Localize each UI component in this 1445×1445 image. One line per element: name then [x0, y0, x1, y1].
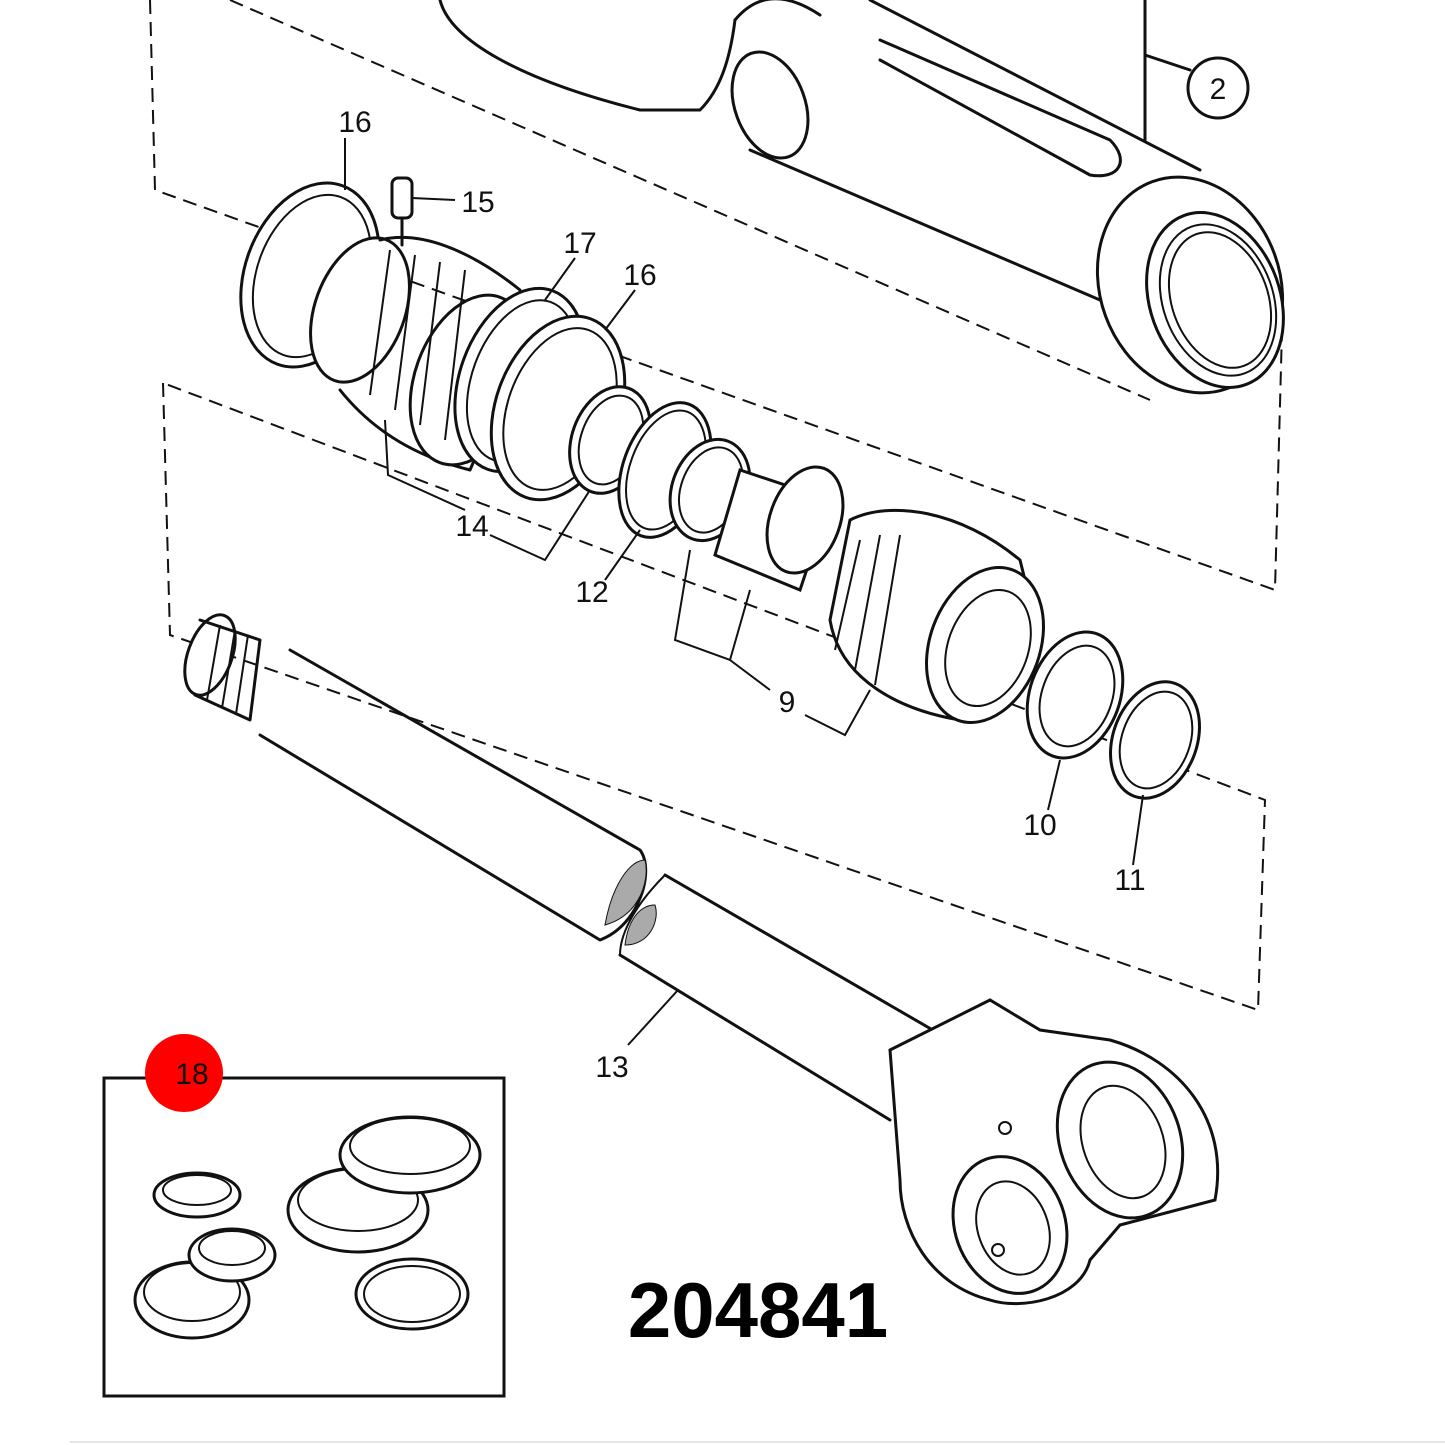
- kit-ring-3: [187, 1227, 277, 1283]
- callout-9-label: 9: [779, 686, 796, 719]
- leader-lines: [344, 138, 1144, 1046]
- callout-16a-label: 16: [338, 106, 371, 139]
- piston-rod-13: [183, 613, 1220, 1306]
- wiper-seal-10: [1025, 630, 1125, 760]
- callout-12-label: 12: [575, 576, 608, 609]
- callout-2: 2: [1186, 56, 1250, 120]
- callout-15-label: 15: [461, 186, 494, 219]
- kit-marker-18: 18: [145, 1034, 223, 1112]
- callout-2-label: 2: [1210, 73, 1227, 106]
- callout-17-label: 17: [563, 227, 596, 260]
- kit-ring-6: [354, 1257, 470, 1331]
- callout-14-label: 14: [455, 510, 488, 543]
- callout-13-label: 13: [595, 1051, 628, 1084]
- callout-16b-label: 16: [623, 259, 656, 292]
- callout-labels: 16 15 17 16 14 12 9 10 11 13: [338, 106, 1145, 1084]
- gland-9: [828, 508, 1045, 724]
- cylinder-barrel: [438, 0, 1285, 395]
- kit-ring-5: [338, 1115, 482, 1195]
- part-number: 204841: [628, 1266, 888, 1354]
- spacer-sleeve-9: [713, 465, 845, 592]
- callout-10-label: 10: [1023, 809, 1056, 842]
- kit-ring-1: [152, 1171, 242, 1219]
- callout-18-label: 18: [175, 1058, 208, 1091]
- retaining-ring-11: [1109, 680, 1201, 800]
- callout-11-label: 11: [1114, 864, 1145, 897]
- seal-kit-box: [102, 1076, 506, 1398]
